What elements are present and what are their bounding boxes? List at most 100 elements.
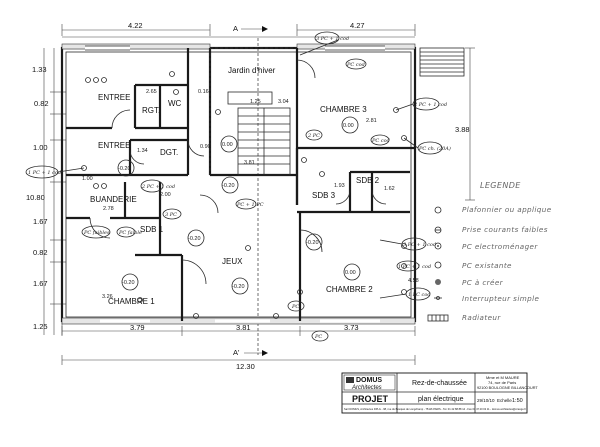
annotation-7: 1 PC + 1 cod (28, 170, 61, 176)
room-wc: WC (168, 99, 182, 108)
handwritten-annotations: 3 PC + 1 cod PC cod 2 PC + 1 cod PC ch. … (25, 31, 451, 342)
level-8: -0.20 (232, 284, 245, 290)
level-9: -0.20 (306, 240, 319, 246)
room-chambre3: CHAMBRE 3 (320, 105, 367, 114)
section-mark-bottom: A' (233, 348, 240, 357)
annotation-11: PC faible (118, 230, 142, 236)
room-sdb1: SDB 1 (140, 225, 164, 234)
dim-162: 1.62 (384, 186, 395, 192)
dim-381: 3.81 (244, 160, 255, 166)
dim-left-5: 0.82 (33, 248, 48, 257)
dim-left-2: 0.82 (34, 99, 49, 108)
staircase (227, 91, 291, 176)
left-dimensions: 1.33 0.82 1.00 10.80 1.67 0.82 1.67 1.25 (26, 48, 66, 335)
dim-top-right: 4.27 (350, 21, 365, 30)
dim-134: 1.34 (137, 148, 148, 154)
dim-125: 1.25 (250, 99, 261, 105)
dim-top-left: 4.22 (128, 21, 143, 30)
dim-304: 3.04 (278, 99, 289, 105)
title-level: Rez-de-chaussée (412, 380, 467, 387)
title-block: DOMUS Architectes Rez-de-chaussée Mme et… (341, 372, 538, 414)
legend-item-0: Plafonnier ou applique (462, 205, 552, 214)
level-5: -0.20 (188, 236, 201, 242)
room-sdb3: SDB 3 (312, 191, 336, 200)
top-dimensions: 4.22 4.27 A (61, 21, 416, 355)
annotation-1: 3 PC + 1 cod (316, 36, 349, 42)
room-rgt: RGT. (142, 106, 160, 115)
dim-326: 3.26 (102, 294, 113, 300)
room-buanderie: BUANDERIE (90, 195, 137, 204)
legend-item-5: Interrupteur simple (462, 294, 539, 303)
room-dgt: DGT. (160, 148, 178, 157)
annotation-4: PC ch. (20A) (418, 145, 451, 152)
legend-title: LEGENDE (480, 181, 521, 190)
dim-200: 2.00 (160, 192, 171, 198)
logo-domus: DOMUS (356, 377, 382, 384)
title-date: 29/10/10 (477, 398, 495, 403)
dim-090: 0.90 (200, 144, 211, 150)
room-jardin-hiver: Jardin d'hiver (228, 66, 276, 75)
annotation-5: 2 PC (307, 133, 320, 139)
annotation-10: 3 PC (165, 212, 177, 218)
dim-bottom-right: 3.73 (344, 323, 359, 332)
interior-dimensions: 2.65 1.34 1.00 2.00 2.78 3.26 2.81 1.93 … (82, 89, 419, 300)
room-chambre2: CHAMBRE 2 (326, 285, 373, 294)
dim-281: 2.81 (366, 118, 377, 124)
level-7: 0.00 (345, 270, 356, 276)
dim-left-1: 1.33 (32, 65, 47, 74)
dim-278: 2.78 (103, 206, 114, 212)
title-echelle-value: 1:50 (512, 398, 523, 404)
annotation-9: 2 PC + 1 cod (141, 184, 175, 190)
room-chambre1: CHAMBRE 1 (108, 297, 155, 306)
dim-265: 2.65 (146, 89, 157, 95)
annotation-16: 1 PC + 1 cod (398, 264, 431, 270)
title-plan: plan électrique (418, 396, 464, 403)
right-dimensions: 3.88 (419, 47, 475, 201)
legend-item-6: Radiateur (462, 313, 501, 322)
section-mark-top: A (233, 24, 238, 33)
dim-bottom-mid: 3.81 (236, 323, 251, 332)
dim-193: 1.93 (334, 183, 345, 189)
windows (85, 45, 385, 323)
dim-left-6: 1.67 (33, 279, 48, 288)
dim-left-7: 1.25 (33, 322, 48, 331)
title-client: Mme et M MAURE (486, 375, 520, 380)
title-footer: Sarl DOMUS, Architectes DPLG - 98, rue d… (344, 407, 526, 411)
dim-right-1: 3.88 (455, 125, 470, 134)
level-3: -0.20 (222, 183, 235, 189)
annotation-6: PC cod (371, 138, 390, 144)
door-swings (89, 59, 387, 285)
room-entree-top: ENTREE (98, 93, 130, 102)
dim-left-4: 1.67 (33, 217, 48, 226)
annotation-13: PC (291, 304, 299, 310)
title-address1: 74, rue de Paris (488, 380, 516, 385)
dim-100: 1.00 (82, 176, 93, 182)
dim-458: 4.58 (408, 278, 419, 284)
level-markers: 0.00 0.00 -0.20 -0.20 -0.20 -0.20 0.00 -… (117, 116, 361, 295)
legend-item-4: PC à créer (462, 278, 504, 287)
level-4: -0.20 (118, 166, 131, 172)
legend: LEGENDE Plafonnier ou applique Prise cou… (427, 181, 552, 322)
room-sdb2: SDB 2 (356, 176, 380, 185)
room-labels: Jardin d'hiver ENTREE RGT. WC ENTREE DGT… (90, 66, 380, 306)
dim-016: 0.16 (198, 89, 209, 95)
title-echelle: Echelle (497, 398, 512, 403)
room-entree-mid: ENTREE (98, 141, 130, 150)
annotation-12: PC + 1 PC (236, 202, 264, 208)
legend-item-2: PC electroménager (462, 242, 538, 251)
level-2: 0.00 (343, 123, 354, 129)
title-projet: PROJET (352, 394, 389, 404)
electrical-symbols (81, 71, 407, 319)
dim-left-total: 10.80 (26, 193, 45, 202)
legend-item-1: Prise courants faibles (462, 225, 548, 234)
annotation-2: PC cod (346, 62, 365, 68)
legend-item-3: PC existante (462, 261, 512, 270)
annotation-17: PC (314, 334, 322, 340)
annotation-15: 3 PC + 1 cod (403, 242, 436, 248)
title-address2: 92100 BOULOGNE BILLANCOURT (477, 386, 538, 390)
room-jeux: JEUX (222, 257, 243, 266)
level-6: -0.20 (122, 280, 135, 286)
logo-architectes: Architectes (351, 385, 382, 391)
level-1: 0.00 (222, 142, 233, 148)
